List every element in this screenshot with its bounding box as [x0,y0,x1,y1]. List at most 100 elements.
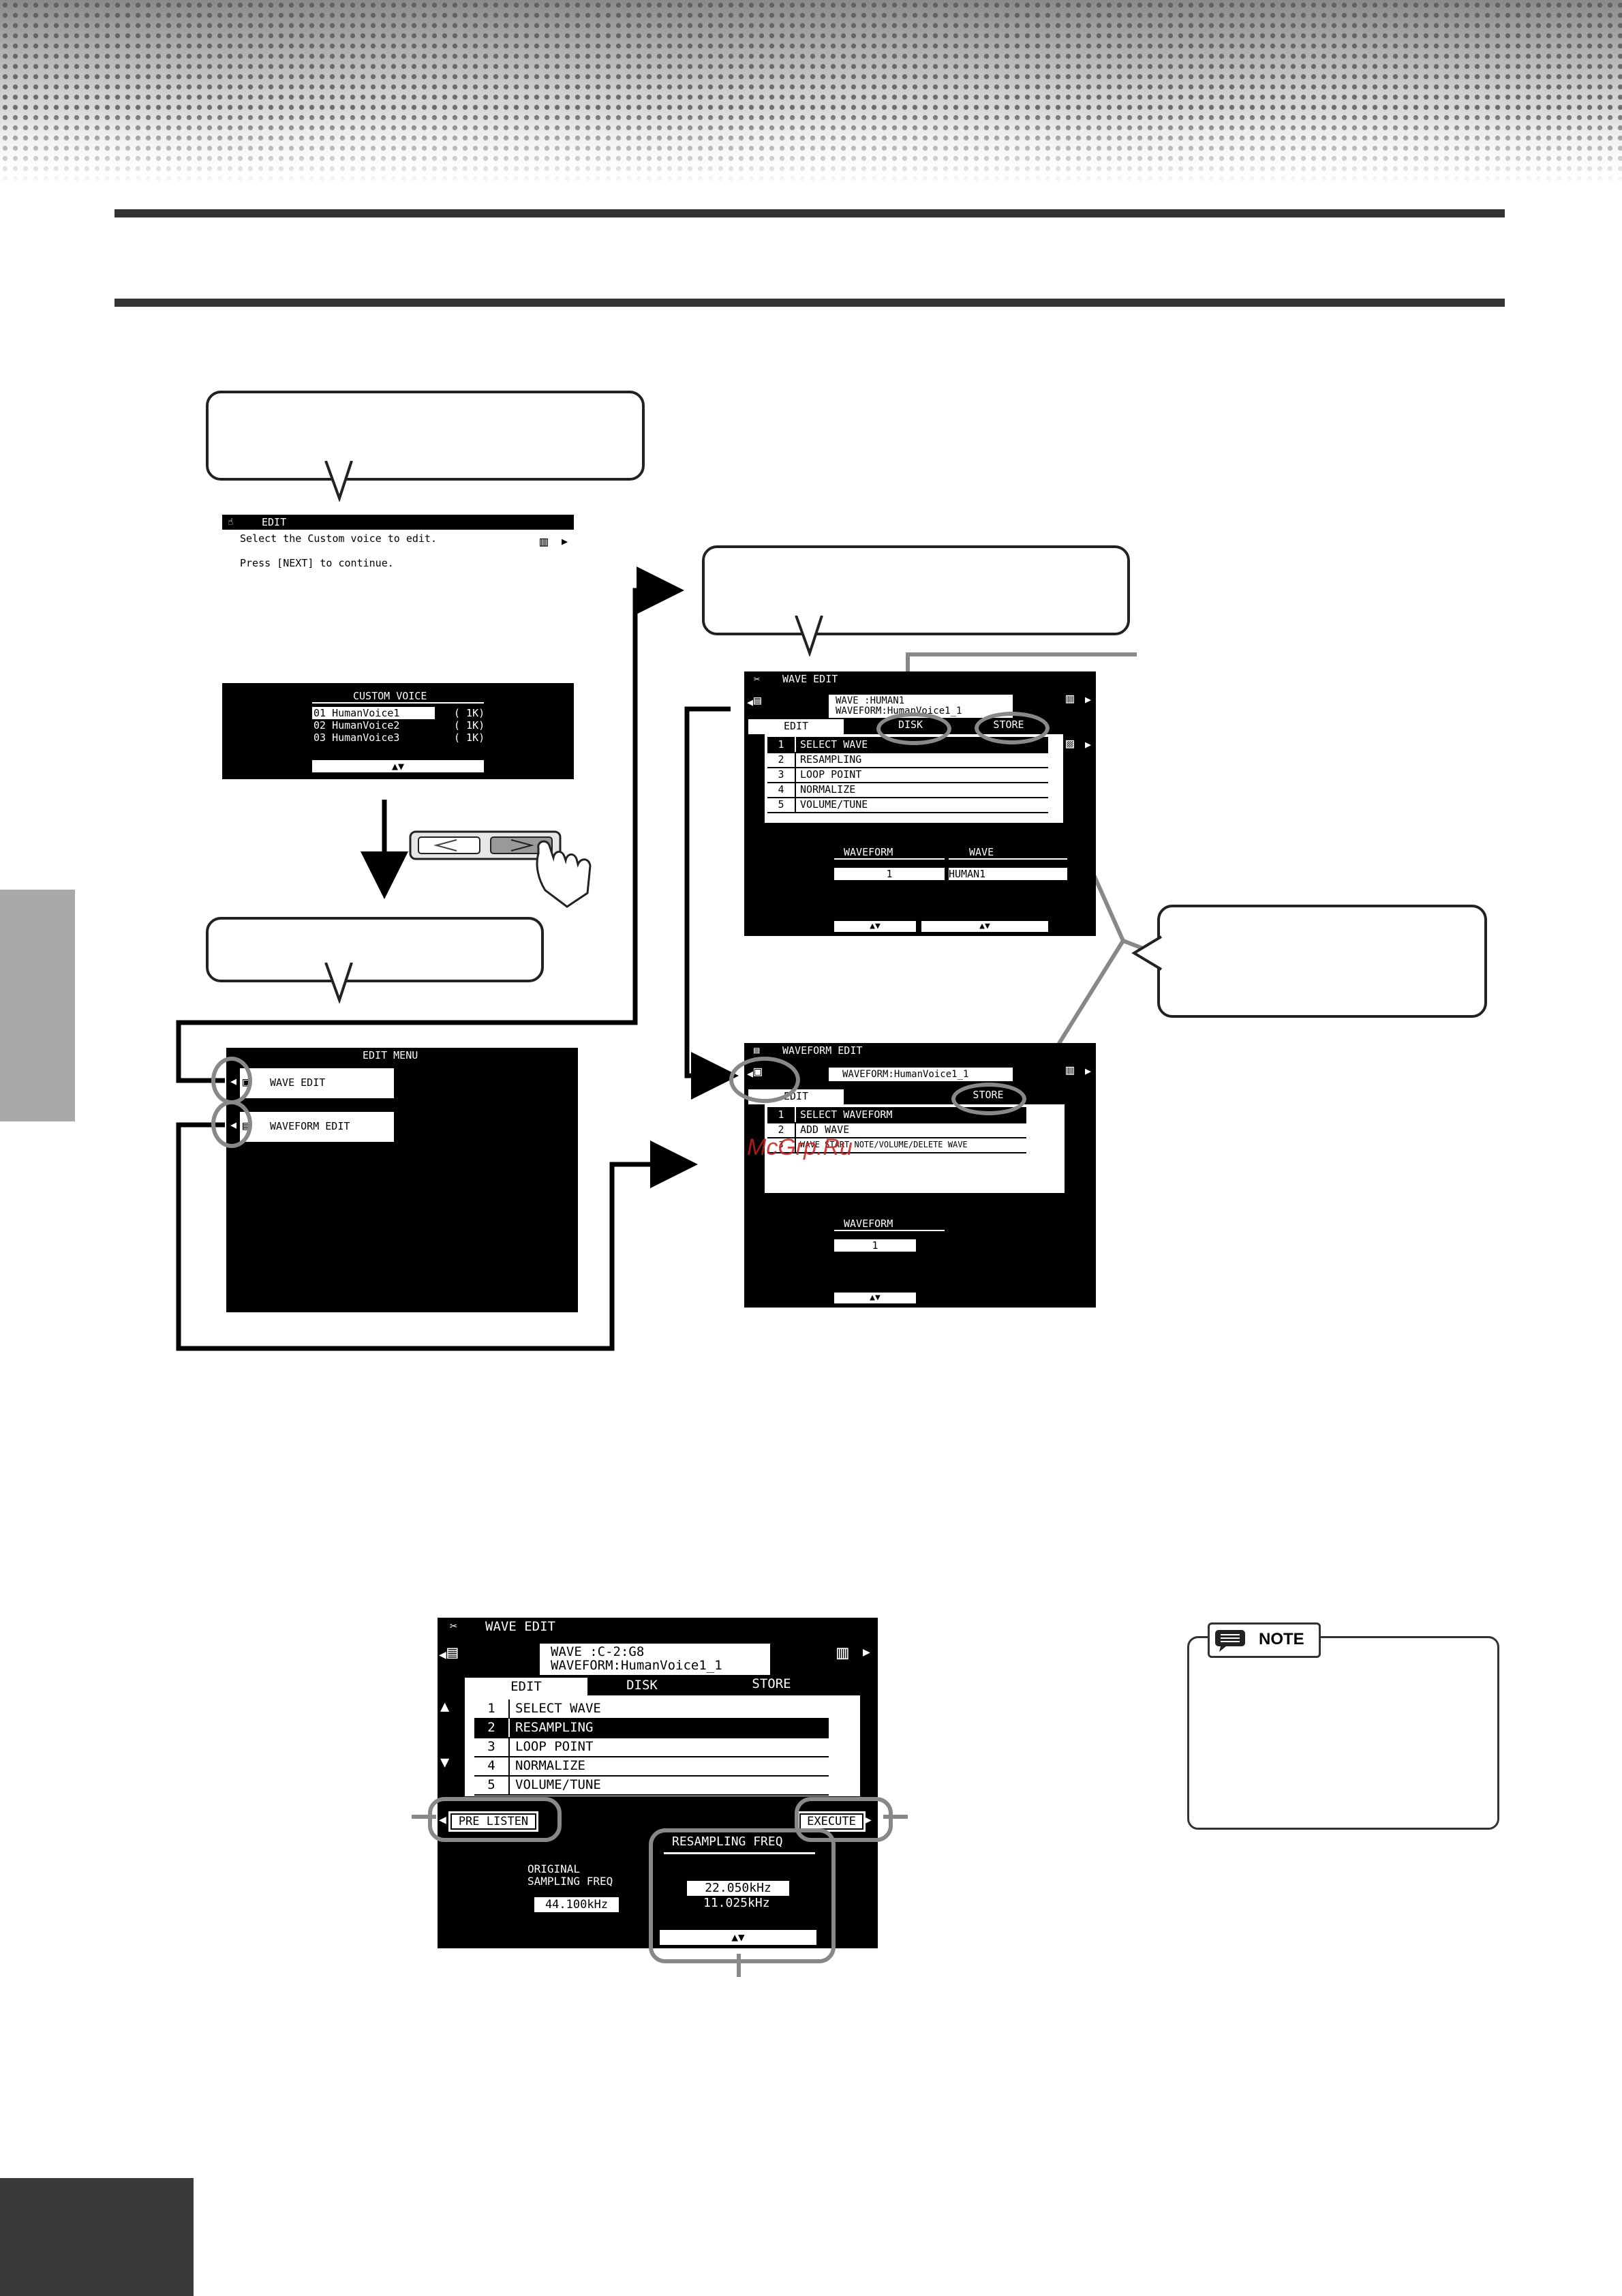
voice-icon[interactable]: ▥ [837,1641,848,1663]
menu-row-loop-point[interactable]: 3 LOOP POINT [474,1738,829,1757]
note-label: NOTE [1259,1630,1304,1648]
menu-item-label: WAVE EDIT [270,1076,326,1089]
waveform-icon: ▤ [754,1045,760,1056]
right-arrow-icon[interactable]: ▶ [864,1813,872,1827]
waveform-scroll-button[interactable]: ▲▼ [834,1293,916,1303]
wave-value[interactable]: HUMAN1 [949,868,1067,880]
menu-item-wave-edit[interactable]: ▣ WAVE EDIT [240,1068,394,1098]
right-arrow-icon[interactable]: ▶ [1085,693,1092,706]
scroll-down-icon[interactable]: ▼ [747,1152,754,1164]
tab-store[interactable]: STORE [752,1676,791,1691]
callout-bubble-1 [206,391,645,481]
left-arrow-icon[interactable]: ◀ [439,1648,446,1662]
row-number: 2 [474,1719,510,1737]
screen-title: EDIT [262,516,287,528]
row-number: 3 [474,1738,510,1756]
page-corner-block [0,2178,194,2296]
row-number: 4 [767,782,796,797]
menu-row-resampling[interactable]: 2 RESAMPLING [474,1719,829,1738]
screen-title: EDIT MENU [363,1049,418,1061]
tab-edit[interactable]: EDIT [748,719,844,734]
voice-icon[interactable]: ▥ [540,533,549,549]
scroll-down-icon[interactable]: ▼ [440,1754,450,1771]
voice-icon[interactable]: ▥ [1066,1061,1075,1078]
execute-button[interactable]: EXECUTE [797,1811,866,1832]
row-label: WAVE START NOTE/VOLUME/DELETE WAVE [800,1140,968,1149]
resampling-screen: ✂ WAVE EDIT ◀ ▤ WAVE :C-2:G8 WAVEFORM:Hu… [438,1618,878,1948]
voice-size-1: ( 1K) [454,707,485,719]
scroll-down-icon[interactable]: ▼ [747,783,754,796]
left-arrow-icon[interactable]: ◀ [747,696,754,708]
tab-edit[interactable]: EDIT [465,1678,587,1695]
scissors-icon: ✂ [450,1619,457,1633]
row-label: RESAMPLING [515,1720,594,1735]
waveform-icon[interactable]: ▤ [754,693,761,708]
row-number: 4 [474,1757,510,1775]
voice-icon[interactable]: ▥ [1066,690,1075,706]
tab-disk[interactable]: DISK [626,1678,658,1693]
right-arrow-icon[interactable]: ▶ [1085,738,1092,751]
scroll-up-icon[interactable]: ▲ [440,1698,450,1715]
wave-edit-screen: ✂ WAVE EDIT ◀ ▤ WAVE :HUMAN1 WAVEFORM:Hu… [744,671,1096,936]
note-icon [1215,1630,1245,1652]
edit-screen-panel [222,530,574,683]
left-arrow-icon[interactable]: ◀ [439,1813,446,1827]
row-label: VOLUME/TUNE [515,1777,601,1792]
original-freq-label-1: ORIGINAL [527,1862,581,1875]
bubble-pointer-4 [1131,935,1163,971]
next-arrow-icon[interactable]: ▶ [562,535,568,547]
row-number: 5 [767,797,796,812]
top-rule [114,209,1505,217]
menu-item-waveform-edit[interactable]: ▤ WAVEFORM EDIT [240,1112,394,1142]
voice-item-3[interactable]: 03 HumanVoice3 [313,731,400,744]
voice-item-2[interactable]: 02 HumanVoice2 [313,719,400,731]
original-freq-label-2: SAMPLING FREQ [527,1875,613,1888]
waveform-value[interactable]: 1 [834,868,945,880]
col-underline [834,1230,945,1231]
screen-title: WAVE EDIT [782,673,838,685]
voice-item-1[interactable]: 01 HumanVoice1 [313,707,400,719]
row-label: LOOP POINT [800,768,862,781]
pre-listen-button[interactable]: PRE LISTEN [448,1811,538,1832]
next-button-illustration [409,830,592,908]
row-label: NORMALIZE [515,1758,585,1773]
row-number: 1 [767,1107,796,1122]
resampling-freq-option[interactable]: 11.025kHz [703,1896,770,1910]
col-underline [664,1852,815,1854]
menu-row-loop-point[interactable]: 3 LOOP POINT [767,767,1048,783]
resampling-freq-selected[interactable]: 22.050kHz [687,1881,789,1896]
voice-size-3: ( 1K) [454,731,485,744]
row-label: LOOP POINT [515,1739,594,1754]
scroll-button[interactable]: ▲▼ [312,760,484,772]
menu-row-volume-tune[interactable]: 5 VOLUME/TUNE [474,1776,829,1796]
side-tab [0,890,75,1121]
resampling-scroll-button[interactable]: ▲▼ [660,1930,816,1945]
waveform-col-header: WAVEFORM [844,1218,893,1230]
waveform-icon[interactable]: ▤ [447,1642,458,1663]
resampling-highlight [649,1828,836,1963]
callout-bubble-4 [1157,905,1487,1018]
col-underline [834,858,945,860]
scroll-up-icon[interactable]: ▲ [747,737,754,749]
disk-icon[interactable]: ▨ [1066,735,1075,751]
scroll-up-icon[interactable]: ▲ [747,1107,754,1119]
right-arrow-icon[interactable]: ▶ [863,1645,870,1659]
right-arrow-icon[interactable]: ▶ [1085,1065,1092,1077]
row-label: SELECT WAVE [800,738,868,751]
menu-row-normalize[interactable]: 4 NORMALIZE [474,1757,829,1777]
voice-size-2: ( 1K) [454,719,485,731]
store-highlight-ring [975,712,1050,744]
wave-scroll-button[interactable]: ▲▼ [921,921,1048,932]
row-number: 3 [767,767,796,782]
row-number: 5 [474,1776,510,1794]
waveform-value[interactable]: 1 [834,1239,916,1252]
waveform-scroll-button[interactable]: ▲▼ [834,921,916,932]
header-halftone [0,0,1622,184]
